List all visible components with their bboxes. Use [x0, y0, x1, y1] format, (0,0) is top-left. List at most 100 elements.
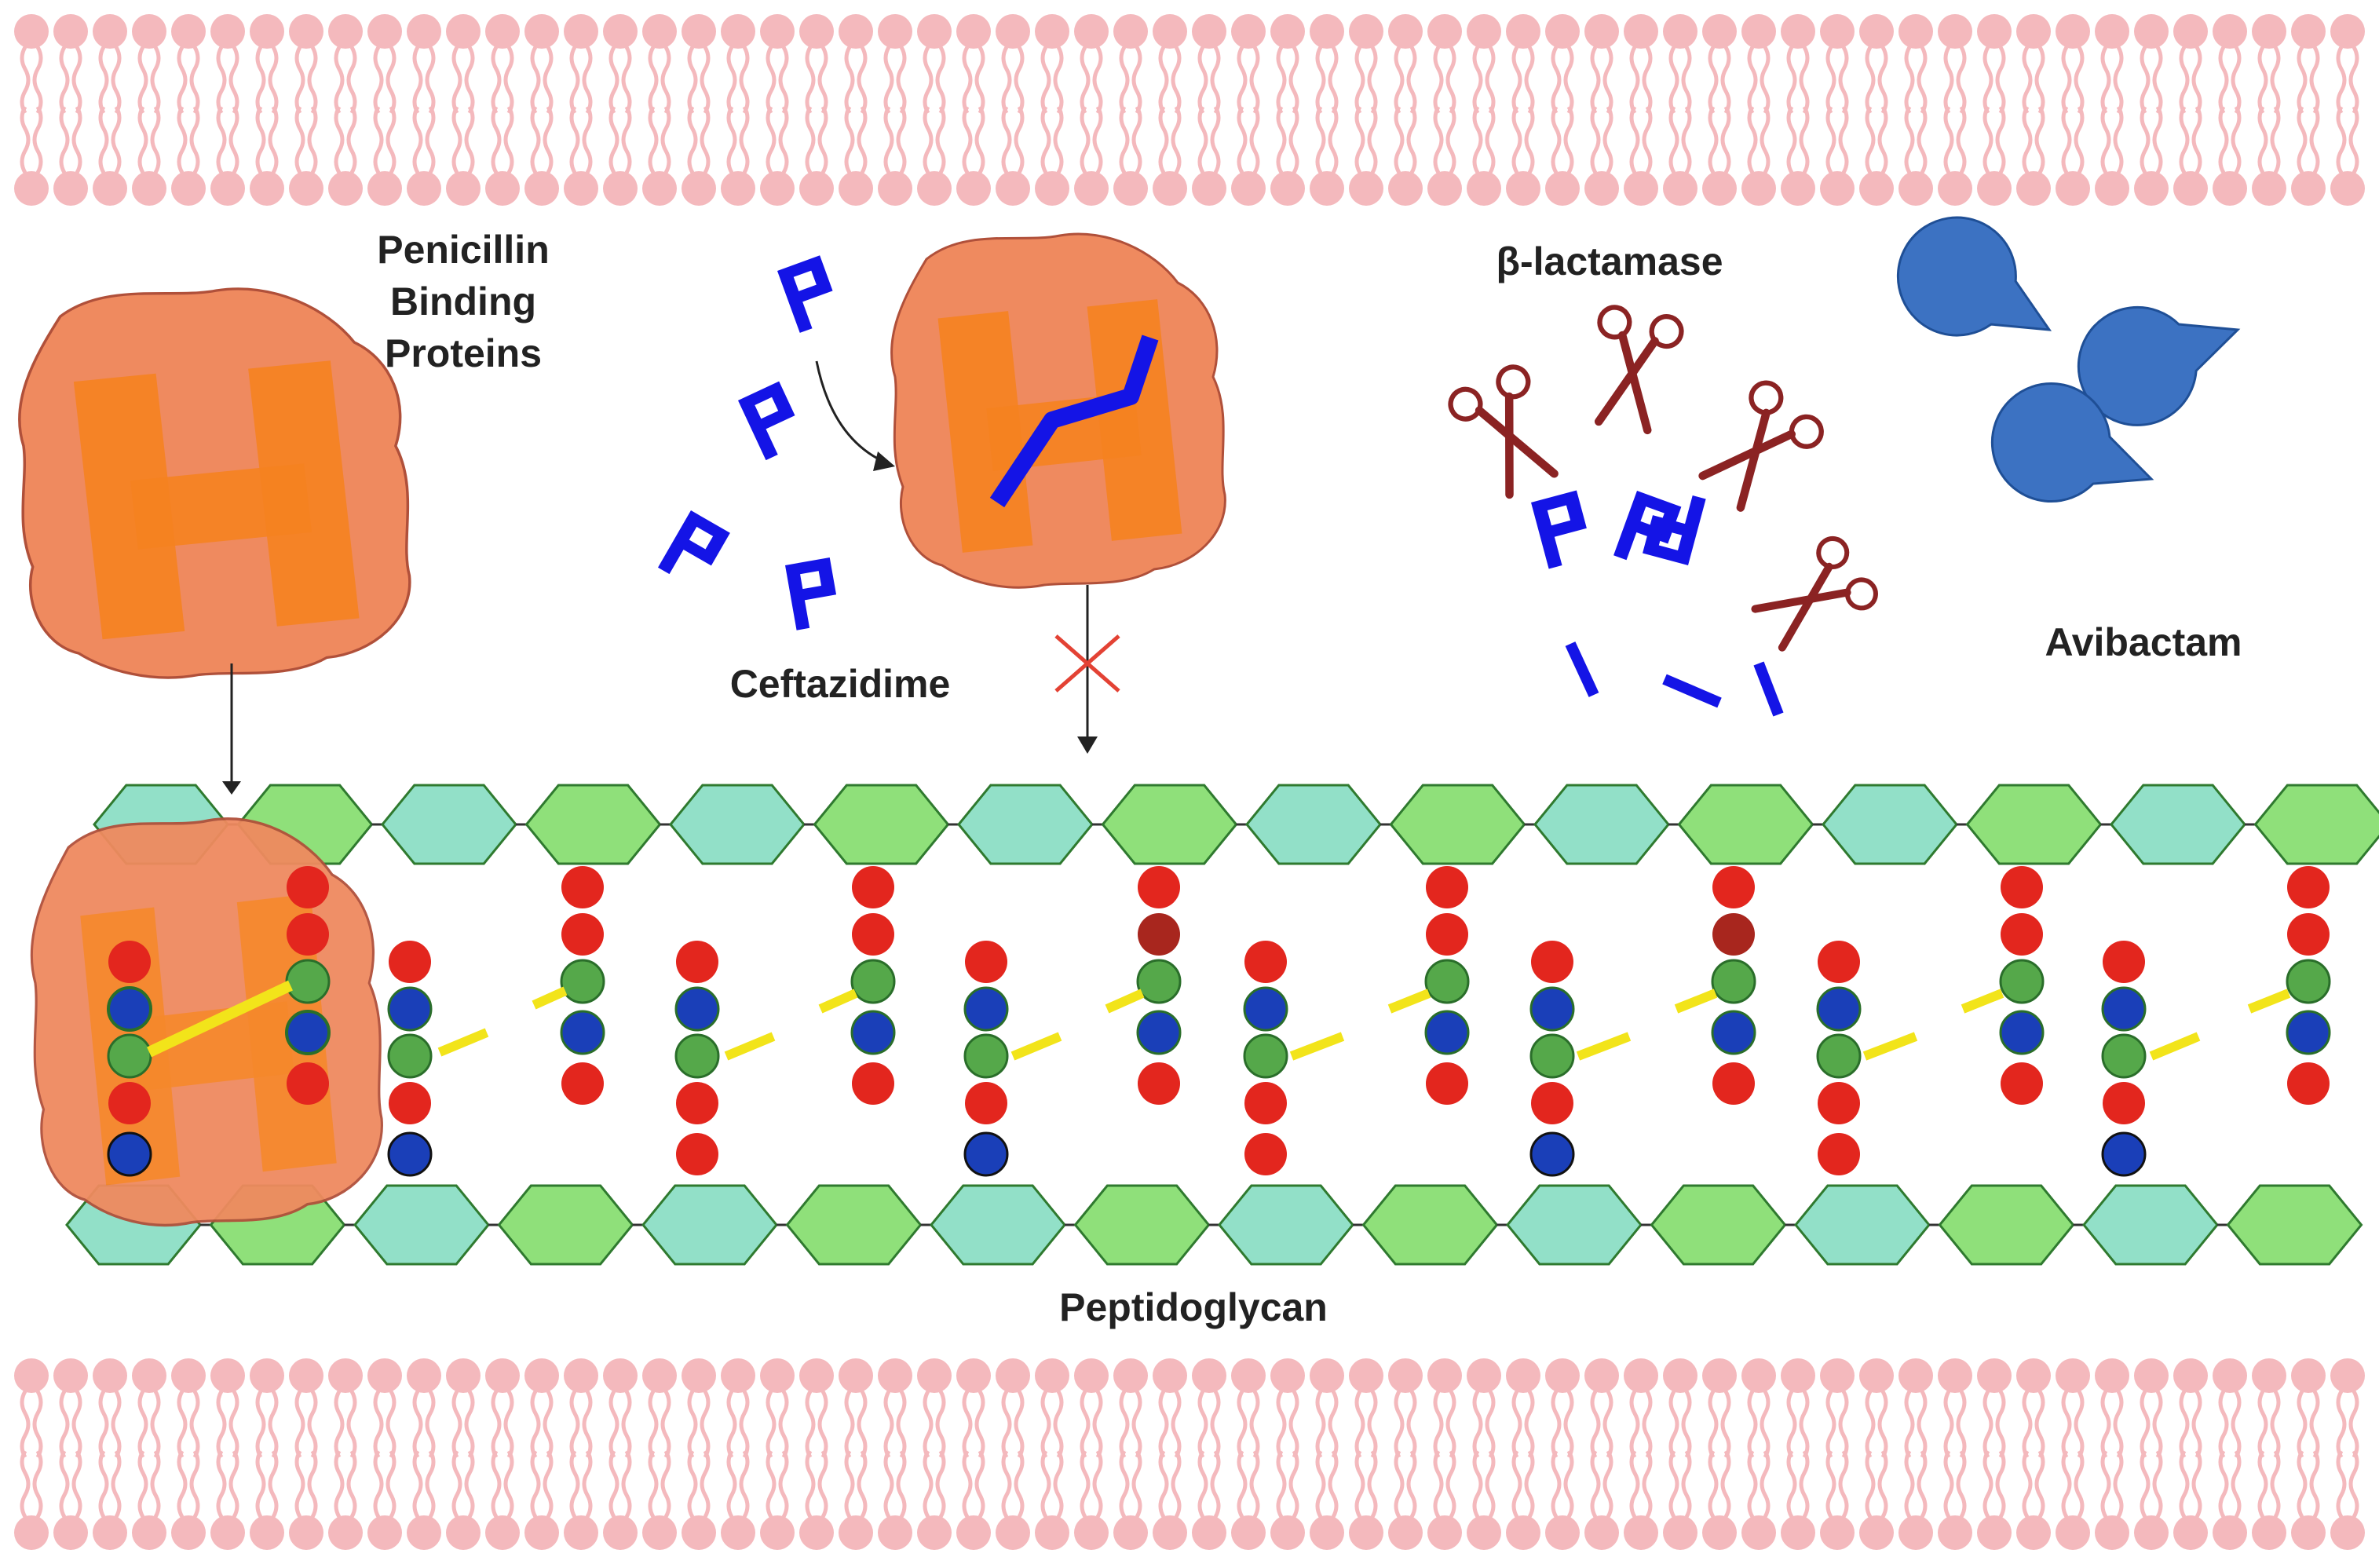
amino-acid-bead	[1816, 1033, 1862, 1079]
lipid-unit	[1977, 107, 2012, 206]
glycan-hexagon	[1822, 784, 1958, 865]
lipid-unit	[2134, 14, 2169, 113]
amino-acid-bead	[387, 1033, 433, 1079]
lipid-unit	[603, 107, 638, 206]
lipid-unit	[682, 1451, 716, 1550]
lipid-unit	[839, 1451, 873, 1550]
glycan-hexagon	[957, 784, 1094, 865]
lipid-unit	[407, 1358, 441, 1457]
lipid-unit	[1427, 107, 1462, 206]
lipid-unit	[250, 107, 284, 206]
lipid-unit	[1310, 107, 1344, 206]
amino-acid-bead	[2287, 913, 2330, 956]
curved-arrow-ceftazidime-binding	[815, 360, 888, 465]
amino-acid-bead	[1816, 986, 1862, 1032]
lipid-unit	[524, 107, 559, 206]
glycan-hexagon	[2253, 784, 2379, 865]
lipid-unit	[328, 107, 363, 206]
lipid-unit	[1584, 14, 1619, 113]
curved-arrow-head	[873, 451, 895, 471]
lipid-unit	[446, 1358, 481, 1457]
lipid-unit	[1113, 1451, 1148, 1550]
crosslink-segment	[2247, 989, 2291, 1014]
amino-acid-bead	[2001, 866, 2043, 908]
lipid-unit	[1113, 107, 1148, 206]
lipid-unit	[2291, 107, 2326, 206]
lipid-unit	[1663, 1358, 1697, 1457]
amino-acid-bead	[389, 941, 431, 983]
lipid-unit	[682, 107, 716, 206]
membrane-bottom	[14, 1358, 2365, 1550]
lipid-unit	[1741, 14, 1776, 113]
crosslink-segment	[1674, 989, 1718, 1014]
lipid-unit	[642, 1358, 677, 1457]
lipid-unit	[367, 1358, 402, 1457]
amino-acid-bead	[1529, 1033, 1575, 1079]
lipid-unit	[1624, 14, 1658, 113]
lipid-unit	[878, 1358, 912, 1457]
arrow-pbp-head	[222, 781, 241, 795]
lipid-unit	[289, 1358, 323, 1457]
crosslink-segment	[724, 1032, 776, 1061]
lipid-unit	[1859, 14, 1894, 113]
lipid-unit	[1231, 1451, 1266, 1550]
amino-acid-bead	[561, 866, 604, 908]
lipid-unit	[407, 1451, 441, 1550]
lipid-unit	[1859, 1358, 1894, 1457]
lipid-unit	[2016, 107, 2051, 206]
lipid-unit	[328, 14, 363, 113]
lipid-unit	[1192, 1451, 1226, 1550]
lipid-unit	[1153, 107, 1187, 206]
lipid-unit	[839, 1358, 873, 1457]
lipid-unit	[1349, 107, 1383, 206]
lipid-unit	[446, 14, 481, 113]
label-pbp-line3: Proteins	[384, 331, 543, 375]
lipid-unit	[53, 1451, 88, 1550]
glycan-hexagon	[813, 784, 950, 865]
lipid-unit	[250, 1451, 284, 1550]
lipid-unit	[721, 1451, 755, 1550]
amino-acid-bead	[1712, 913, 1755, 956]
label-penicillin-binding-proteins: Penicillin Binding Proteins	[330, 224, 597, 379]
lipid-unit	[171, 1358, 206, 1457]
lipid-unit	[407, 14, 441, 113]
lipid-unit	[956, 1358, 991, 1457]
lipid-unit	[1388, 107, 1423, 206]
lipid-unit	[171, 14, 206, 113]
lipid-unit	[760, 107, 795, 206]
label-beta-lactamase: β-lactamase	[1496, 239, 1723, 283]
lipid-unit	[564, 1358, 598, 1457]
lipid-unit	[1074, 107, 1109, 206]
lipid-unit	[1427, 14, 1462, 113]
lipid-unit	[1820, 107, 1855, 206]
amino-acid-bead	[2001, 913, 2043, 956]
lipid-unit	[1113, 14, 1148, 113]
lipid-unit	[1702, 14, 1737, 113]
lipid-unit	[956, 1451, 991, 1550]
lipid-unit	[2056, 14, 2090, 113]
glycan-hexagon	[524, 784, 662, 865]
glycan-hexagon	[1389, 784, 1526, 865]
lipid-unit	[996, 107, 1030, 206]
amino-acid-bead	[1426, 1062, 1468, 1105]
glycan-hexagon	[2082, 1184, 2219, 1266]
lipid-unit	[1035, 107, 1069, 206]
lipid-unit	[799, 107, 834, 206]
lipid-unit	[799, 14, 834, 113]
glycan-hexagon	[1245, 784, 1382, 865]
lipid-unit	[917, 14, 952, 113]
crosslink-segment	[437, 1028, 489, 1057]
lipid-unit	[1859, 107, 1894, 206]
amino-acid-bead	[1138, 866, 1180, 908]
lipid-unit	[1702, 107, 1737, 206]
amino-acid-bead	[1244, 1082, 1287, 1124]
lipid-unit	[1741, 107, 1776, 206]
lipid-unit	[53, 14, 88, 113]
lipid-unit	[1584, 1358, 1619, 1457]
amino-acid-bead	[2103, 941, 2145, 983]
amino-acid-bead	[1999, 1010, 2045, 1055]
lipid-unit	[682, 1358, 716, 1457]
amino-acid-bead	[2287, 866, 2330, 908]
lipid-unit	[407, 107, 441, 206]
lipid-unit	[1898, 107, 1933, 206]
